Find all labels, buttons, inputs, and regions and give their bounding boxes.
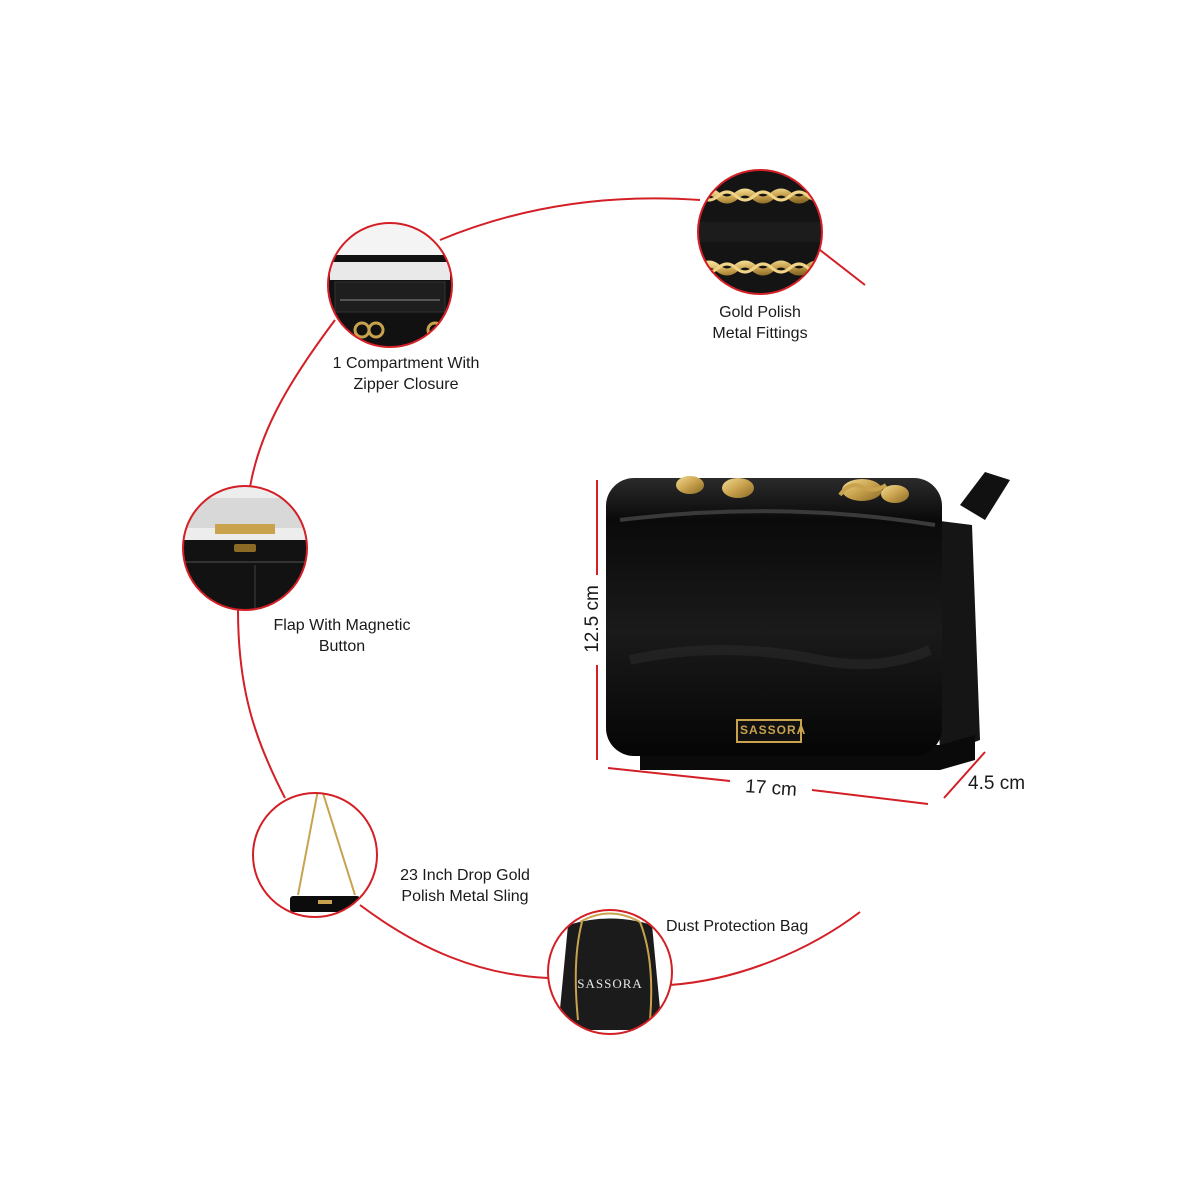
compartment-circle — [327, 222, 453, 348]
sling-label-line-2: Polish Metal Sling — [401, 888, 529, 905]
flap-label-line-1: Flap With Magnetic — [273, 617, 411, 634]
connector-arc — [182, 197, 866, 986]
dimension-lines — [596, 480, 986, 805]
depth-dimension-label: 4.5 cm — [968, 773, 1026, 794]
flap-label-line-2: Button — [318, 638, 366, 655]
flap-label: Flap With Magnetic Button — [258, 615, 426, 657]
compartment-label-line-1: 1 Compartment With — [332, 355, 480, 372]
sling-label: 23 Inch Drop Gold Polish Metal Sling — [385, 865, 545, 907]
dustbag-label: Dust Protection Bag — [666, 916, 826, 937]
flap-circle — [182, 485, 308, 611]
sling-circle — [252, 792, 378, 918]
fittings-label: Gold Polish Metal Fittings — [690, 302, 830, 344]
compartment-label: 1 Compartment With Zipper Closure — [316, 353, 496, 395]
fittings-label-line-2: Metal Fittings — [712, 325, 808, 342]
brand-plate-text: SASSORA — [740, 723, 807, 737]
fittings-circle — [697, 169, 823, 295]
fittings-label-line-1: Gold Polish — [719, 304, 801, 321]
sling-label-line-1: 23 Inch Drop Gold — [400, 867, 530, 884]
dustbag-label-line-1: Dust Protection Bag — [666, 918, 809, 935]
compartment-label-line-2: Zipper Closure — [353, 376, 459, 393]
height-dimension-label: 12.5 cm — [582, 585, 603, 653]
dustbag-circle — [547, 909, 673, 1035]
gold-chain-icon — [676, 476, 909, 503]
handbag-product — [606, 472, 1010, 770]
dustbag-brand-text: SASSORA — [577, 976, 643, 991]
